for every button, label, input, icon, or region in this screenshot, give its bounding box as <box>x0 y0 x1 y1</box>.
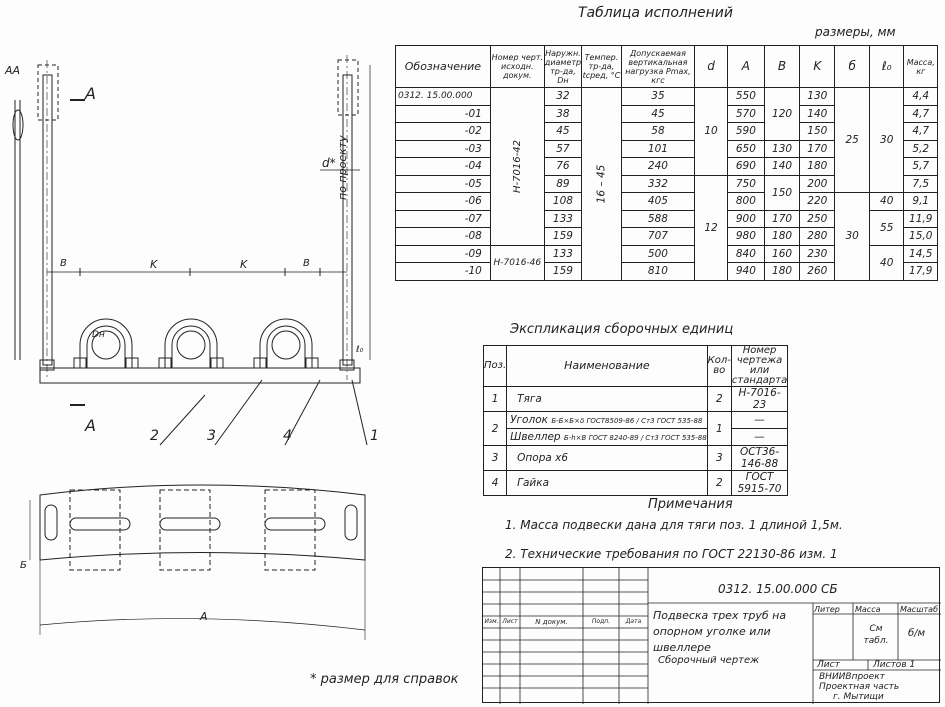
dim-b-right: B <box>303 258 310 269</box>
tb-col-izm: Изм. <box>484 618 499 625</box>
side-note: по проекту <box>336 135 349 200</box>
note-1: 1. Масса подвески дана для тяги поз. 1 д… <box>505 518 843 532</box>
dim-d: d* <box>322 156 336 170</box>
pos-1-label: 1 <box>370 428 379 444</box>
tb-mass-value: См табл. <box>863 624 889 646</box>
pos-4-label: 4 <box>283 428 292 444</box>
tb-org-2: Проектная часть <box>819 682 900 692</box>
tb-org-3: г. Мытищи <box>833 692 884 702</box>
notes-title: Примечания <box>648 497 733 512</box>
table-row: -07 133 588 900 170 250 55 11,9 <box>395 209 938 246</box>
title-block: Изм. Лист N докум. Подп. Дата 0312. 15.0… <box>482 567 941 704</box>
table-row: -06 108 405 800 220 30 40 9,1 <box>395 192 938 281</box>
section-a-bottom: A <box>85 416 96 435</box>
col-designation: Обозначение <box>395 45 491 88</box>
l0-label: ℓ₀ <box>356 345 364 355</box>
dim-k1: K <box>150 258 158 271</box>
tb-sheets: Листов 1 <box>873 660 916 670</box>
expl-col-name: Наименование <box>506 345 708 387</box>
table-row: 4 Гайка 2 ГОСТ 5915-70 <box>482 470 789 496</box>
col-k: K <box>799 45 836 88</box>
dim-k2: K <box>240 258 248 271</box>
tb-liter: Литер <box>814 605 840 614</box>
table-row: -03 57 101 650 130 170 5,2 <box>395 139 938 158</box>
dim-a: A <box>200 610 208 623</box>
dn-label: Dн <box>92 330 105 340</box>
table-row: 0312. 15.00.000 Н-7016-42 32 16 – 45 35 … <box>395 87 938 281</box>
col-pmax: Допускаемая вертикальная нагрузка Pmax, … <box>620 45 696 88</box>
section-a-top: A <box>85 84 96 103</box>
col-bb: б <box>834 45 870 88</box>
table-row: 1 Тяга 2 Н-7016-23 <box>482 386 789 412</box>
tb-scale: Масштаб <box>900 605 939 614</box>
footnote: * размер для справок <box>310 672 459 687</box>
tb-org-1: ВНИИВпроект <box>819 672 885 682</box>
note-2: 2. Технические требования по ГОСТ 22130-… <box>505 547 838 561</box>
table-row: Швеллер Б-h×В ГОСТ 8240-89 / Ст3 ГОСТ 53… <box>484 428 789 446</box>
tb-col-ndoc: N докум. <box>535 618 568 626</box>
pos-3-label: 3 <box>207 428 216 444</box>
dim-b-left: B <box>60 258 67 269</box>
tb-sheet: Лист <box>817 660 840 670</box>
dim-bb: Б <box>20 560 27 571</box>
doc-title: Подвеска трех труб на опорном уголке или… <box>653 609 787 654</box>
col-doc: Номер черт. исходн. докум. <box>489 45 545 88</box>
explication-table: Поз. Наименование Кол-во Номер чертежа и… <box>482 345 789 496</box>
performance-table: Обозначение Номер черт. исходн. докум. Н… <box>395 45 938 281</box>
tb-col-date: Дата <box>625 618 642 625</box>
expl-col-qty: Кол-во <box>706 345 732 387</box>
table-row: -08 159 707 980 180 280 15,0 <box>395 227 938 246</box>
col-dn: Наружн. диаметр тр-да, Dн <box>543 45 583 88</box>
table-row: -09 Н-7016-46 133 500 840 160 230 40 14,… <box>395 244 938 281</box>
col-d: d <box>694 45 728 88</box>
tb-scale-value: б/м <box>908 628 926 639</box>
tb-col-list: Лист <box>502 618 518 625</box>
tb-mass: Масса <box>855 605 881 614</box>
expl-col-pos: Поз. <box>482 345 508 387</box>
perf-title: Таблица исполнений <box>578 5 733 21</box>
col-b: B <box>763 45 801 88</box>
perf-units: размеры, мм <box>815 25 896 39</box>
table-row: -05 89 332 12 750 150 200 7,5 <box>395 174 938 281</box>
expl-col-doc: Номер чертежа или стандарта <box>730 345 789 387</box>
table-row: -02 45 58 590 150 4,7 <box>395 122 938 141</box>
col-mass: Масса, кг <box>903 45 938 88</box>
doc-code: 0312. 15.00.000 СБ <box>718 582 838 596</box>
title-block-grid <box>483 568 941 704</box>
explication-title: Экспликация сборочных единиц <box>510 322 734 337</box>
col-a: A <box>726 45 765 88</box>
tb-col-podp: Подп. <box>591 618 611 625</box>
doc-subtitle: Сборочный чертеж <box>658 655 760 666</box>
table-row: 3 Опора х6 3 ОСТ36-146-88 <box>482 445 789 471</box>
top-left-mark: AA <box>5 64 21 77</box>
table-row: -10 159 810 940 180 260 17,9 <box>395 262 938 281</box>
col-temp: Темпер. тр-да, tсред, °C <box>581 45 622 88</box>
col-l0: ℓ₀ <box>868 45 905 88</box>
table-row: 2 Уголок Б-Б×Б×δ ГОСТ8509-86 / Ст3 ГОСТ … <box>482 411 789 446</box>
pos-2-label: 2 <box>150 428 159 444</box>
